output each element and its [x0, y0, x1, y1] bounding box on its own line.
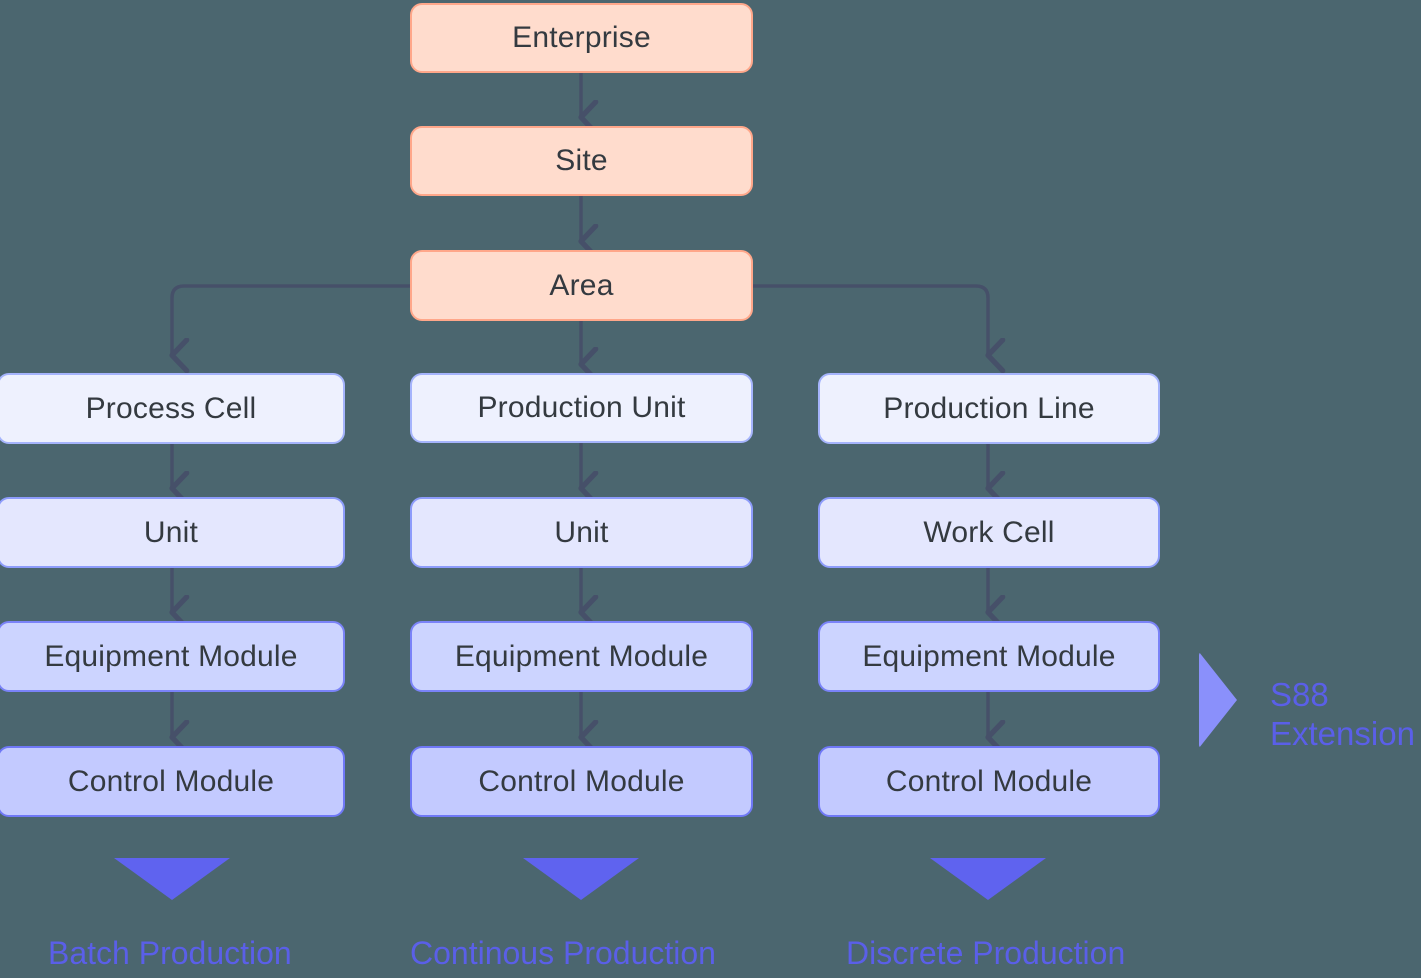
outcome-label-discrete: Discrete Production — [846, 935, 1126, 971]
node-label: Equipment Module — [44, 639, 298, 673]
outcome-arrow-continuous-icon — [523, 858, 639, 900]
node-label: Process Cell — [85, 391, 257, 425]
node-label: Control Module — [885, 764, 1093, 798]
s88-extension-arrow-icon — [1199, 652, 1237, 748]
node-label: Work Cell — [923, 515, 1055, 549]
node-label: Unit — [554, 515, 609, 549]
outcome-arrow-discrete-icon — [930, 858, 1046, 900]
node-work-cell[interactable]: Work Cell — [818, 497, 1160, 568]
s88-extension-label: S88 Extension — [1270, 676, 1415, 754]
node-label: Control Module — [478, 764, 685, 798]
node-equipment-module-batch[interactable]: Equipment Module — [0, 621, 345, 692]
node-site[interactable]: Site — [410, 126, 753, 196]
node-label: Production Line — [883, 391, 1095, 425]
outcome-label-continuous: Continous Production — [410, 935, 716, 971]
node-label: Equipment Module — [862, 639, 1116, 673]
node-unit-continuous[interactable]: Unit — [410, 497, 753, 568]
node-equipment-module-discrete[interactable]: Equipment Module — [818, 621, 1160, 692]
node-equipment-module-continuous[interactable]: Equipment Module — [410, 621, 753, 692]
node-unit-batch[interactable]: Unit — [0, 497, 345, 568]
node-control-module-continuous[interactable]: Control Module — [410, 746, 753, 817]
node-control-module-batch[interactable]: Control Module — [0, 746, 345, 817]
node-production-line[interactable]: Production Line — [818, 373, 1160, 444]
outcome-arrow-batch-icon — [114, 858, 230, 900]
node-label: Unit — [143, 515, 199, 549]
s88-extension-line2: Extension — [1270, 714, 1415, 752]
node-production-unit[interactable]: Production Unit — [410, 373, 753, 443]
node-area[interactable]: Area — [410, 250, 753, 321]
node-label: Equipment Module — [454, 639, 709, 673]
node-label: Area — [549, 268, 614, 302]
node-label: Control Module — [67, 764, 275, 798]
node-label: Enterprise — [512, 21, 651, 54]
s88-extension-line1: S88 — [1270, 676, 1329, 713]
node-enterprise[interactable]: Enterprise — [410, 3, 753, 73]
node-control-module-discrete[interactable]: Control Module — [818, 746, 1160, 817]
node-process-cell[interactable]: Process Cell — [0, 373, 345, 444]
node-label: Production Unit — [477, 391, 686, 424]
outcome-label-batch: Batch Production — [48, 935, 292, 971]
node-label: Site — [555, 144, 608, 177]
